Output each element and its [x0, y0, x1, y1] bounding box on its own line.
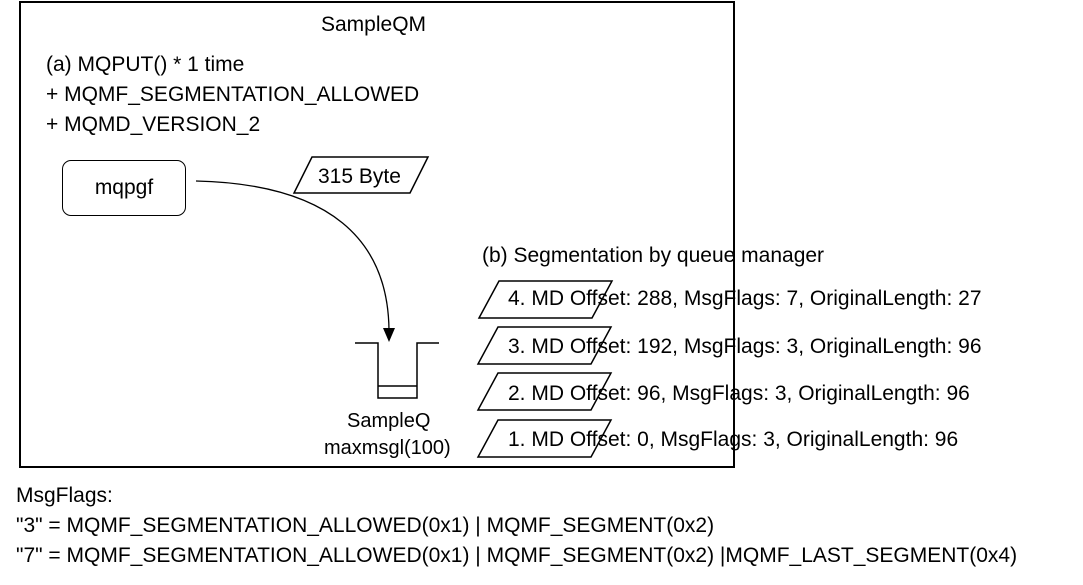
- segment-1-parallelogram: [476, 419, 613, 458]
- segmentation-title: (b) Segmentation by queue manager: [482, 244, 825, 267]
- application-box: mqpgf: [62, 160, 186, 216]
- queue-name: SampleQ: [347, 410, 431, 432]
- segment-2-parallelogram: [476, 372, 613, 411]
- segment-1-label: 1. MD Offset: 0, MsgFlags: 3, OriginalLe…: [508, 428, 959, 451]
- put-arrow-head: [383, 328, 395, 342]
- segment-2-label: 2. MD Offset: 96, MsgFlags: 3, OriginalL…: [508, 382, 970, 405]
- queue-manager-box: [19, 1, 735, 468]
- legend-line-2: "7" = MQMF_SEGMENTATION_ALLOWED(0x1) | M…: [16, 544, 1018, 567]
- segment-3-label: 3. MD Offset: 192, MsgFlags: 3, Original…: [508, 335, 982, 358]
- segment-3-parallelogram: [476, 326, 613, 365]
- legend-title: MsgFlags:: [16, 484, 113, 507]
- legend-line-1: "3" = MQMF_SEGMENTATION_ALLOWED(0x1) | M…: [16, 514, 715, 537]
- segment-4-parallelogram: [477, 280, 614, 319]
- message-parallelogram: [292, 156, 430, 194]
- put-operation-line-3: + MQMD_VERSION_2: [46, 113, 261, 136]
- put-arrow: [195, 180, 390, 331]
- message-size-label: 315 Byte: [318, 165, 401, 188]
- application-name: mqpgf: [94, 176, 154, 199]
- queue-icon: [355, 342, 439, 399]
- put-operation-line-1: (a) MQPUT() * 1 time: [46, 53, 245, 76]
- queue-manager-title: SampleQM: [321, 13, 427, 36]
- segment-4-label: 4. MD Offset: 288, MsgFlags: 7, Original…: [508, 287, 982, 310]
- queue-attribute: maxmsgl(100): [324, 437, 451, 459]
- put-operation-line-2: + MQMF_SEGMENTATION_ALLOWED: [46, 83, 420, 106]
